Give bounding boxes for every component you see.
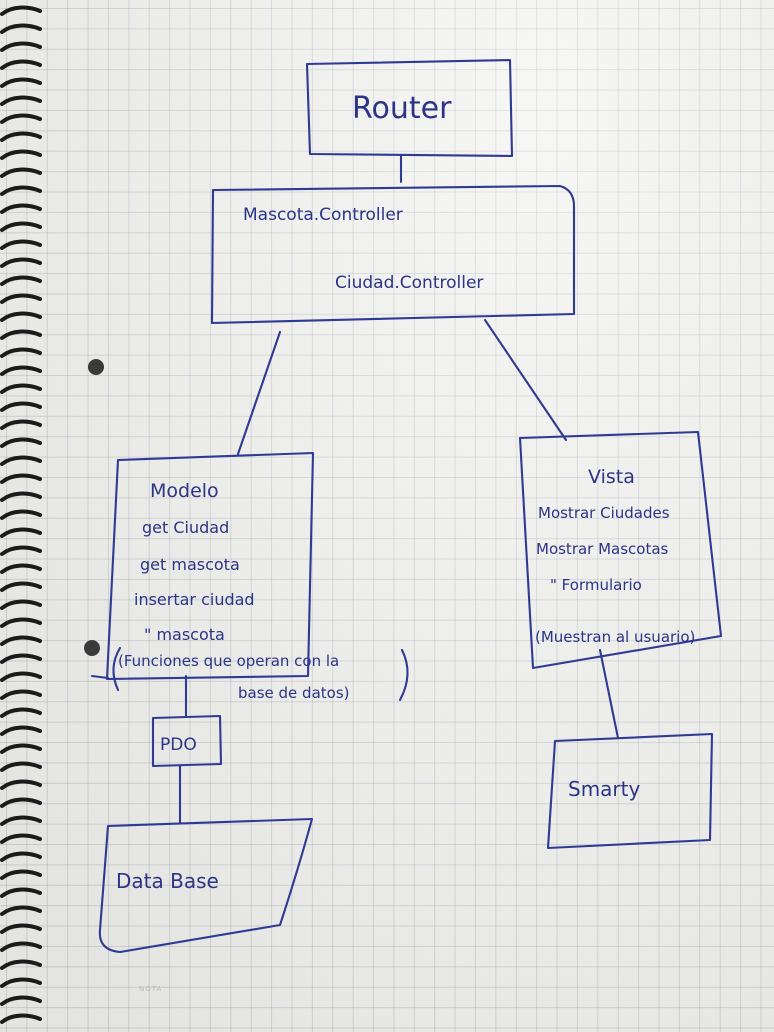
database-label: Data Base — [116, 869, 219, 893]
smarty-box — [546, 732, 714, 850]
router-label: Router — [352, 91, 452, 126]
controllers-to-vista-connector — [483, 318, 568, 442]
modelo-box — [105, 451, 315, 681]
mascota-controller-label: Mascota.Controller — [243, 205, 403, 225]
modelo-note-arrow — [90, 674, 110, 680]
vista-note: (Muestran al usuario) — [535, 628, 695, 646]
vista-title: Vista — [588, 466, 635, 488]
modelo-note-line-2: base de datos) — [238, 684, 349, 702]
modelo-item-get-ciudad: get Ciudad — [142, 518, 229, 537]
vista-box — [518, 430, 723, 670]
database-box — [98, 817, 314, 954]
modelo-note-line-1: (Funciones que operan con la — [118, 652, 339, 670]
pdo-label: PDO — [160, 735, 197, 755]
modelo-note-open-paren — [112, 646, 122, 692]
pdo-box — [151, 714, 223, 768]
modelo-item-get-mascota: get mascota — [140, 555, 240, 574]
smarty-label: Smarty — [568, 777, 640, 801]
modelo-title: Modelo — [150, 480, 219, 502]
modelo-item-insertar-ciudad: insertar ciudad — [134, 590, 255, 609]
vista-item-mostrar-mascotas: Mostrar Mascotas — [536, 540, 669, 558]
punch-hole-bottom — [84, 640, 100, 656]
vista-item-formulario: " Formulario — [550, 576, 642, 594]
controllers-to-modelo-connector — [236, 330, 282, 456]
ciudad-controller-label: Ciudad.Controller — [335, 273, 483, 293]
punch-hole-top — [88, 359, 104, 375]
page-footer-label: NOTA — [139, 985, 163, 993]
modelo-item-insertar-mascota: " mascota — [144, 625, 225, 644]
modelo-note-close-paren — [398, 648, 409, 702]
router-box — [305, 58, 514, 158]
vista-item-mostrar-ciudades: Mostrar Ciudades — [538, 504, 670, 522]
controllers-box — [210, 184, 576, 325]
vista-to-smarty-connector — [598, 648, 620, 740]
